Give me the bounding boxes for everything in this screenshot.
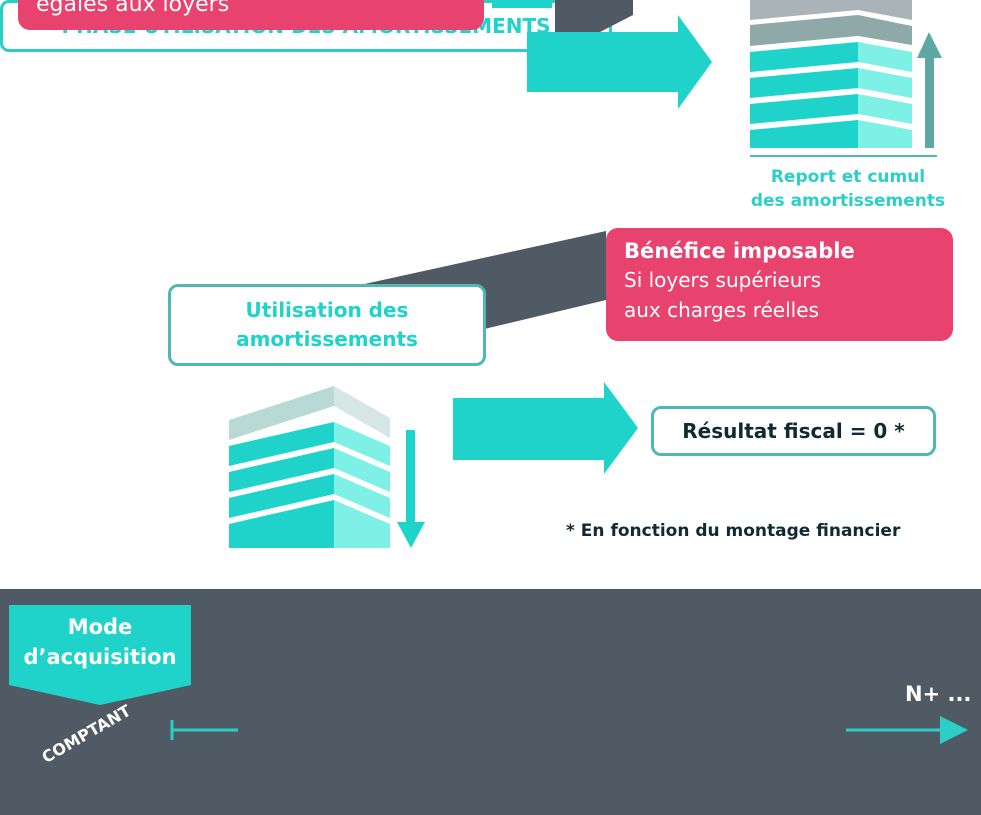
report-caption-line2: des amortissements [750, 191, 946, 211]
taxable-profit-line1: Si loyers supérieurs [624, 268, 822, 292]
arrow-down-icon [397, 430, 425, 548]
depreciation-use-line1: Utilisation des [245, 298, 409, 322]
timeline-band [0, 589, 981, 815]
timeline-band-shapes [9, 605, 968, 744]
arrow-up-icon [917, 32, 942, 148]
taxable-profit-title: Bénéfice imposable [624, 239, 855, 263]
rent-equal-text: égales aux loyers [36, 0, 230, 17]
timeline-arrowhead-icon [940, 716, 968, 744]
footnote: * En fonction du montage financier [566, 521, 901, 541]
depreciation-use-line2: amortissements [236, 327, 418, 351]
taxable-profit-box: Bénéfice imposable Si loyers supérieurs … [606, 228, 953, 341]
acquisition-mode-line1: Mode [67, 615, 133, 639]
stacked-building-icon-top [750, 0, 937, 157]
acquisition-mode-tag [9, 605, 191, 705]
fiscal-result-text: Résultat fiscal = 0 * [682, 419, 905, 443]
acquisition-mode-label: Mode d’acquisition [9, 612, 191, 672]
report-caption: Report et cumul des amortissements [728, 165, 968, 213]
taxable-profit-line2: aux charges réelles [624, 298, 819, 322]
report-caption-line1: Report et cumul [770, 167, 926, 187]
timeline-end-label: N+ ... [905, 682, 972, 706]
acquisition-mode-line2: d’acquisition [23, 645, 177, 669]
teal-arrow-top [527, 15, 712, 109]
teal-arrow-middle [453, 382, 638, 474]
fiscal-result-box: Résultat fiscal = 0 * [651, 406, 936, 456]
stacked-building-icon-bottom [229, 386, 390, 548]
depreciation-use-box: Utilisation des amortissements [168, 284, 486, 366]
top-ribbon-teal-stub [492, 0, 552, 8]
rent-equal-box: égales aux loyers [18, 0, 484, 30]
top-ribbon-connector [555, 0, 633, 32]
